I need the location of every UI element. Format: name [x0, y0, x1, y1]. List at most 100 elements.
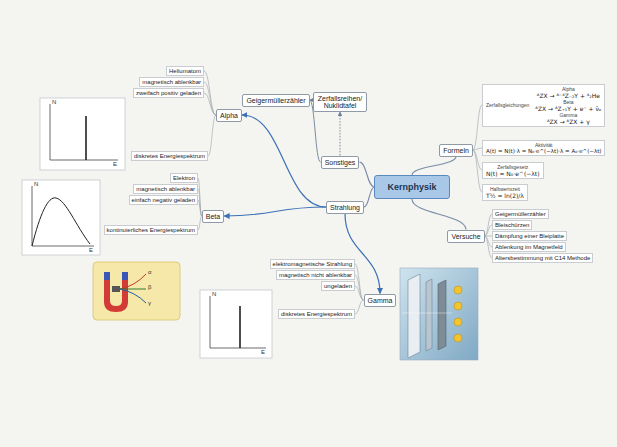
node-label: diskretes Energiespektrum: [134, 153, 205, 159]
connector: [473, 150, 482, 170]
subtopic-box: kontinuierliches Energiespektrum: [104, 225, 198, 235]
node-text: ᴬZX → ᴬZX + γ: [547, 118, 590, 125]
ray-label: α: [148, 269, 151, 275]
connector: [412, 157, 456, 176]
topic-box: Sonstiges: [321, 156, 360, 169]
subtopic-box: magnetisch ablenkbar: [139, 77, 204, 87]
topic-box: Strahlung: [326, 201, 364, 214]
connector: [204, 82, 216, 115]
ray-label: γ: [148, 300, 151, 306]
connector: [355, 286, 364, 300]
node-text: ᴬZX → ᴬZ₊₁Y + e⁻ + ν̄ₑ: [535, 105, 601, 112]
connector: [242, 115, 326, 207]
gamma-spectrum: [200, 290, 272, 358]
subtopic-box: zweifach positiv geladen: [133, 88, 204, 98]
node-label: elektromagnetische Strahlung: [273, 261, 352, 267]
node-label: Altersbestimmung mit C14 Methode: [495, 255, 590, 261]
axis-label: E: [89, 247, 93, 253]
node-text: Alpha: [562, 86, 575, 92]
subtopic-box: elektromagnetische Strahlung: [270, 259, 355, 269]
connector: [208, 115, 216, 156]
node-label: Strahlung: [330, 204, 360, 211]
connector: [412, 199, 466, 230]
node-label: Bleischürzen: [495, 222, 529, 228]
topic-box: Geigermüllerzähler: [242, 94, 309, 107]
node-text: T½ = ln(2)/λ: [486, 192, 524, 199]
subtopic-box: Dämpfung einer Bleiplatte: [492, 231, 567, 241]
node-label: Zerfallsgleichungen: [486, 102, 529, 108]
node-label: Geigermüllerzähler: [495, 211, 546, 217]
formula-column: AlphaᴬZX → ᴬ⁻⁴Z₋₂Y + ⁴₂HeBetaᴬZX → ᴬZ₊₁Y…: [535, 86, 601, 125]
topic-box: Zerfallsreihen/ Nuklidtafel: [313, 92, 367, 112]
node-label: Ablenkung im Magnetfeld: [495, 244, 563, 250]
magnet-illustration: [93, 262, 180, 320]
node-label: Heliumatom: [169, 68, 201, 74]
topic-box: Alpha: [216, 109, 242, 122]
node-label: Kernphysik: [387, 182, 436, 192]
connector: [485, 214, 492, 236]
connector: [485, 236, 492, 258]
node-label: kontinuierliches Energiespektrum: [107, 227, 195, 233]
node-label: Gamma: [368, 297, 393, 304]
connector: [355, 300, 364, 314]
connector: [340, 112, 341, 156]
node-label: Elektron: [173, 175, 195, 181]
connector: [485, 225, 492, 236]
node-label: magnetisch nicht ablenkbar: [279, 272, 352, 278]
axis-label: N: [34, 181, 38, 187]
subtopic-box: Altersbestimmung mit C14 Methode: [492, 253, 593, 263]
subtopic-box: Elektron: [170, 173, 198, 183]
node-label: magnetisch ablenkbar: [136, 186, 195, 192]
node-label: Aktivität: [486, 142, 601, 148]
connector: [473, 105, 482, 150]
node-text: Gamma: [559, 112, 577, 118]
connector: [224, 207, 326, 216]
central-topic: Kernphysik: [374, 175, 449, 199]
node-label: zweifach positiv geladen: [136, 90, 201, 96]
node-label: Geigermüllerzähler: [246, 97, 305, 104]
formula-box: AktivitätA(t) = N(t)·λ = N₀·e^(−λt)·λ = …: [482, 140, 605, 156]
node-label: Formeln: [443, 147, 469, 154]
node-label: ungeladen: [324, 283, 352, 289]
subtopic-box: Bleischürzen: [492, 220, 532, 230]
node-label: Versuche: [451, 233, 480, 240]
subtopic-box: Heliumatom: [166, 66, 204, 76]
subtopic-box: Geigermüllerzähler: [492, 209, 549, 219]
connector: [473, 150, 482, 192]
connector: [359, 162, 374, 187]
ray-label: β: [148, 284, 151, 290]
subtopic-box: magnetisch ablenkbar: [133, 184, 198, 194]
node-text: N(t) = N₀·e^(−λt): [486, 170, 540, 177]
connector: [204, 71, 216, 115]
subtopic-box: diskretes Energiespektrum: [278, 309, 355, 319]
axis-label: N: [212, 291, 216, 297]
node-label: Zerfallsreihen/ Nuklidtafel: [317, 95, 363, 109]
alpha-spectrum: [40, 98, 125, 170]
axis-label: N: [52, 99, 56, 105]
node-text: A(t) = N(t)·λ = N₀·e^(−λt)·λ = A₀·e^(−λt…: [486, 148, 601, 154]
node-label: diskretes Energiespektrum: [281, 311, 352, 317]
topic-box: Formeln: [439, 144, 473, 157]
formula-box: HalbwertszeitT½ = ln(2)/λ: [482, 184, 528, 201]
subtopic-box: magnetisch nicht ablenkbar: [276, 270, 355, 280]
topic-box: Beta: [202, 210, 224, 223]
node-label: Alpha: [220, 112, 238, 119]
connector: [364, 187, 375, 207]
node-label: magnetisch ablenkbar: [142, 79, 201, 85]
node-label: Beta: [206, 213, 220, 220]
connector: [473, 148, 482, 150]
subtopic-box: ungeladen: [321, 281, 355, 291]
axis-label: E: [261, 349, 265, 355]
axis-label: E: [113, 161, 117, 167]
connector: [355, 275, 364, 300]
connector: [204, 93, 216, 115]
node-label: Halbwertszeit: [486, 186, 524, 192]
subtopic-box: einfach negativ geladen: [129, 195, 198, 205]
node-text: Beta: [563, 99, 573, 105]
subtopic-box: diskretes Energiespektrum: [131, 151, 208, 161]
node-label: Zerfallsgesetz: [486, 164, 540, 170]
topic-box: Versuche: [447, 230, 484, 243]
topic-box: Gamma: [364, 294, 397, 307]
node-label: einfach negativ geladen: [132, 197, 195, 203]
